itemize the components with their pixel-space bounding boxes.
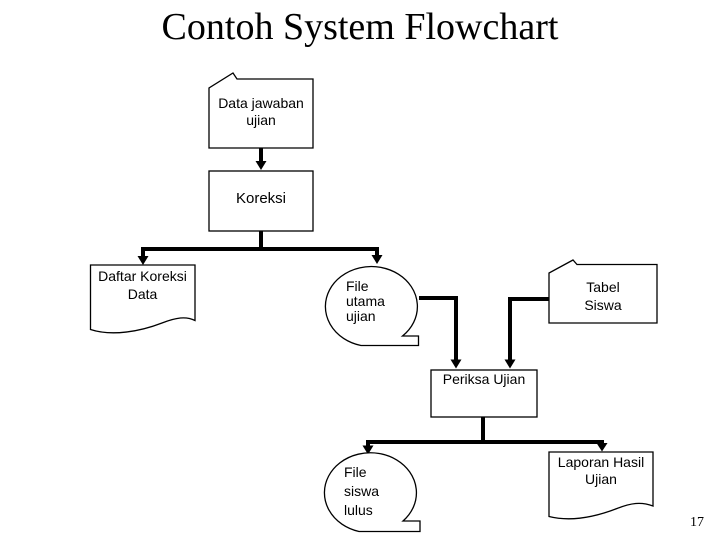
document-shape-laporan bbox=[548, 451, 654, 520]
arrow-heads bbox=[137, 161, 608, 455]
arrowhead-laporan bbox=[596, 443, 608, 452]
node-label-tabel-siswa: Tabel Siswa bbox=[584, 279, 622, 313]
card-shape-data-jawaban bbox=[208, 72, 314, 149]
arrowhead-koreksi bbox=[255, 161, 267, 170]
node-label-file-siswa-lulus: File siswa lulus bbox=[344, 464, 380, 518]
edge-tabelsiswa-periksa bbox=[508, 297, 549, 360]
node-shapes bbox=[89, 72, 658, 533]
process-shape-periksa bbox=[430, 369, 538, 418]
arrowhead-fileutama bbox=[371, 255, 383, 264]
arrowhead-daftar bbox=[137, 256, 149, 265]
connector-lines bbox=[141, 148, 604, 447]
node-label-laporan-hasil-ujian: Laporan Hasil Ujian bbox=[557, 454, 645, 487]
slide-title: Contoh System Flowchart bbox=[161, 6, 559, 48]
edge-koreksi-branch bbox=[141, 247, 379, 256]
document-shape-daftar-koreksi bbox=[89, 264, 196, 334]
node-label-data-jawaban-ujian: Data jawaban ujian bbox=[218, 95, 304, 128]
process-shape-koreksi bbox=[208, 170, 314, 232]
edge-periksa-branch bbox=[366, 440, 604, 447]
node-label-periksa-ujian: Periksa Ujian bbox=[442, 371, 526, 387]
card-shape-tabel-siswa bbox=[548, 259, 658, 324]
node-label-file-utama-ujian: File utama ujian bbox=[346, 278, 385, 324]
node-label-koreksi: Koreksi bbox=[235, 190, 287, 207]
page-number: 17 bbox=[690, 515, 704, 530]
tape-shape-file-utama bbox=[324, 265, 420, 347]
arrowhead-filesiswa bbox=[362, 445, 374, 455]
arrowhead-periksa-right bbox=[504, 359, 516, 369]
tape-shape-file-siswa bbox=[323, 452, 421, 533]
node-label-daftar-koreksi-data: Daftar Koreksi Data bbox=[98, 268, 187, 302]
arrowhead-periksa-left bbox=[450, 359, 462, 369]
edge-fileutama-periksa bbox=[419, 296, 458, 360]
